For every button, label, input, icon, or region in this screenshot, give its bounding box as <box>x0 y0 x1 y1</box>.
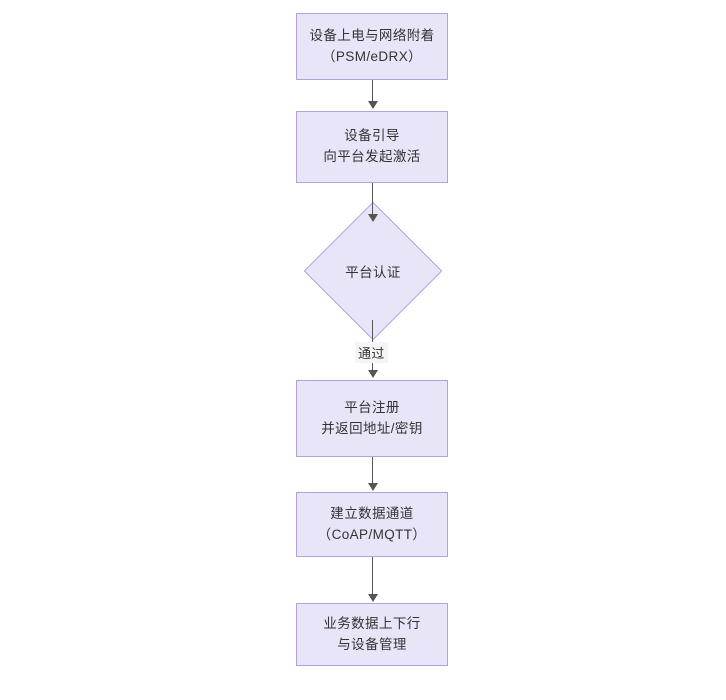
flow-edge-bootstrap-to-platform-auth <box>372 183 373 216</box>
flow-node-service-data-line1: 业务数据上下行 <box>323 615 421 631</box>
flow-arrowhead-platform-register <box>368 370 378 378</box>
flow-node-bootstrap-line2: 向平台发起激活 <box>323 149 421 164</box>
flow-arrowhead-data-channel <box>368 483 378 491</box>
flow-node-platform-register-line1: 平台注册 <box>344 399 400 415</box>
flow-node-data-channel[interactable]: 建立数据通道 （CoAP/MQTT） <box>296 492 448 557</box>
flow-arrowhead-platform-auth <box>368 214 378 222</box>
flow-edge-data-channel-to-service-data <box>372 557 373 595</box>
flow-node-service-data[interactable]: 业务数据上下行 与设备管理 <box>296 603 448 666</box>
flow-node-platform-auth[interactable]: 平台认证 <box>303 201 443 341</box>
flow-edge-register-to-data-channel <box>372 457 373 484</box>
flow-node-platform-register[interactable]: 平台注册 并返回地址/密钥 <box>296 380 448 457</box>
flow-node-power-on[interactable]: 设备上电与网络附着 （PSM/eDRX） <box>296 13 448 80</box>
flow-node-platform-register-line2: 并返回地址/密钥 <box>321 420 423 436</box>
flow-node-service-data-line2: 与设备管理 <box>337 636 407 652</box>
flow-edge-power-on-to-bootstrap <box>372 80 373 103</box>
flow-node-data-channel-line1: 建立数据通道 <box>330 505 414 521</box>
flow-arrowhead-bootstrap <box>368 101 378 109</box>
flow-node-power-on-line2: （PSM/eDRX） <box>321 48 423 64</box>
flow-edge-label-pass: 通过 <box>355 342 388 363</box>
flow-node-bootstrap-line1: 设备引导 <box>344 128 400 144</box>
flow-node-data-channel-line2: （CoAP/MQTT） <box>317 526 427 542</box>
flow-node-power-on-line1: 设备上电与网络附着 <box>309 27 435 43</box>
flow-node-bootstrap[interactable]: 设备引导 向平台发起激活 <box>296 111 448 183</box>
flow-node-platform-auth-label: 平台认证 <box>345 265 401 280</box>
flow-arrowhead-service-data <box>368 594 378 602</box>
